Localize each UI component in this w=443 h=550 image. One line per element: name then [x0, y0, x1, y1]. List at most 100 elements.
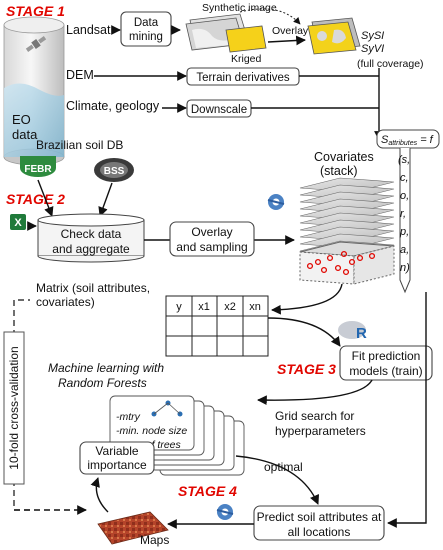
- formula-term-2: o,: [400, 190, 409, 202]
- terrain-derivatives-label: Terrain derivatives: [196, 72, 290, 84]
- sample-point: [356, 254, 364, 262]
- arrow-covariates-predict: [387, 292, 427, 528]
- sample-point: [334, 264, 342, 272]
- ml-label-2: Random Forests: [58, 376, 147, 390]
- check-data-label-2: and aggregate: [52, 242, 130, 256]
- formula-box: Sattributes = f (s, c, o, r, p, a, n): [376, 129, 440, 294]
- matrix-header-y: y: [176, 301, 182, 313]
- arrow-hyper-predict: [235, 455, 320, 505]
- sample-point: [368, 252, 376, 260]
- sample-point: [320, 266, 328, 274]
- tree-icon: [151, 400, 183, 417]
- fit-prediction-label-2: models (train): [349, 364, 422, 378]
- arrow-stack-matrix: [271, 283, 343, 315]
- downscale-label: Downscale: [191, 104, 247, 116]
- formula-term-6: n): [400, 262, 410, 274]
- variable-importance-label-1: Variable: [95, 444, 138, 458]
- data-mining-label-2: mining: [129, 31, 163, 43]
- source-dem: DEM: [66, 68, 94, 82]
- arrow-fit-hyper: [257, 379, 373, 406]
- fit-prediction-box: [339, 345, 433, 381]
- formula-lhs: S: [381, 134, 389, 146]
- gear-icon-stage4: [216, 504, 234, 520]
- formula-arrow-shape: [399, 148, 411, 294]
- syvi-label: SyVI: [361, 43, 384, 55]
- stage-1-label: STAGE 1: [6, 3, 65, 19]
- predict-box: [253, 505, 385, 541]
- sample-point: [314, 258, 322, 266]
- svg-text:BSS: BSS: [104, 166, 125, 177]
- eo-data-cylinder: [3, 16, 65, 166]
- brazilian-db-label: Brazilian soil DB: [36, 138, 123, 152]
- eo-label-line2: data: [12, 127, 38, 142]
- data-mining-box: [120, 11, 172, 47]
- data-mining-label-1: Data: [134, 17, 159, 29]
- satellite-icon: [25, 36, 47, 52]
- variable-importance-box: [79, 441, 155, 475]
- sample-point: [348, 258, 356, 266]
- matrix-header-xn: xn: [249, 301, 261, 313]
- maps-label: Maps: [140, 533, 169, 547]
- formula-term-0: (s,: [398, 154, 410, 166]
- formula-term-4: p,: [399, 226, 409, 238]
- formula-term-5: a,: [400, 244, 409, 256]
- sample-point: [306, 262, 314, 270]
- source-landsat: Landsat: [66, 23, 111, 37]
- sysi-syvi-image: [307, 17, 361, 55]
- fit-prediction-label-1: Fit prediction: [352, 349, 421, 363]
- ml-label-1: Machine learning with: [48, 361, 164, 375]
- eo-label-line1: EO: [12, 112, 31, 127]
- bss-logo: BSS: [94, 158, 134, 182]
- arrow-maps-importance: [90, 477, 109, 513]
- svg-text:R: R: [356, 325, 367, 342]
- svg-text:Sattributes = f: Sattributes = f: [381, 134, 434, 147]
- sample-point: [340, 250, 348, 258]
- excel-icon: X: [10, 214, 26, 230]
- hyperparameter-cards: [109, 395, 245, 476]
- overlay-small-label: Overlay: [272, 25, 309, 37]
- arrow-matrix-fit: [267, 317, 341, 347]
- formula-term-3: r,: [400, 208, 406, 220]
- soil-map-image: [97, 511, 169, 545]
- arrow-bss-check: [98, 182, 113, 217]
- check-data-label-1: Check data: [61, 227, 122, 241]
- predict-label-2: all locations: [288, 525, 351, 539]
- arrow-febr-check: [37, 179, 54, 217]
- sample-point: [326, 254, 334, 262]
- covariates-label-2: (stack): [320, 164, 358, 178]
- overlay-sampling-box: [169, 221, 255, 257]
- matrix-table: y x1 x2 xn: [165, 295, 269, 357]
- formula-sub: attributes: [388, 140, 417, 147]
- formula-rhs: = f: [417, 134, 434, 146]
- sysi-label: SySI: [361, 30, 384, 42]
- predict-label-1: Predict soil attributes at: [257, 510, 382, 524]
- svg-text:FEBR: FEBR: [24, 164, 52, 175]
- earth-icon: [4, 83, 64, 157]
- kriged-label: Kriged: [231, 53, 262, 65]
- stage-2-label: STAGE 2: [6, 191, 65, 207]
- formula-term-1: c,: [400, 172, 409, 184]
- matrix-label-2: covariates): [36, 295, 95, 309]
- sampling-volume: [299, 251, 355, 285]
- arrow-kriged-overlay: [267, 35, 306, 46]
- hyper-min-node: -min. node size: [116, 425, 187, 437]
- synthetic-image-label: Synthetic image: [202, 2, 277, 14]
- covariates-label-1: Covariates: [314, 150, 374, 164]
- source-climate: Climate, geology: [66, 99, 160, 113]
- matrix-header-x1: x1: [198, 301, 210, 313]
- full-coverage-label: (full coverage): [357, 58, 424, 70]
- stage-3-label: STAGE 3: [277, 361, 336, 377]
- sampling-volume-side: [353, 245, 395, 285]
- r-logo-icon: R: [338, 321, 367, 342]
- variable-importance-label-2: importance: [87, 458, 147, 472]
- febr-logo: FEBR: [20, 156, 56, 177]
- overlay-sampling-label-1: Overlay: [191, 225, 232, 239]
- stage-4-label: STAGE 4: [178, 483, 237, 499]
- sample-point: [342, 268, 350, 276]
- matrix-label-1: Matrix (soil attributes,: [36, 281, 150, 295]
- covariates-stack: [299, 177, 395, 285]
- cv-box: [3, 331, 25, 485]
- grid-search-label-2: hyperparameters: [275, 424, 366, 438]
- kriged-image: [225, 25, 267, 53]
- matrix-header-x2: x2: [224, 301, 236, 313]
